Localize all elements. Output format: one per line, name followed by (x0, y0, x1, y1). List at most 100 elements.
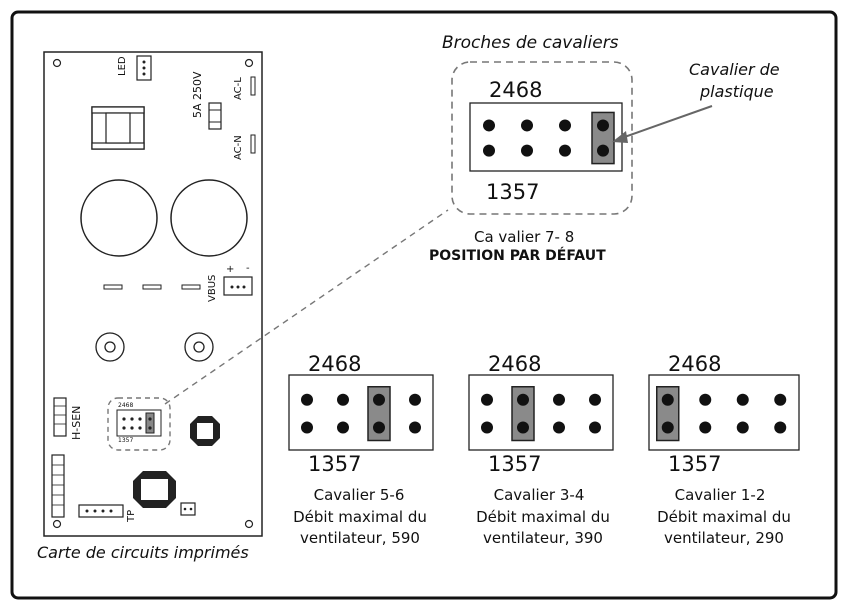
pcb-mini-top-numbers: 2468 (118, 402, 134, 409)
small-component (181, 284, 201, 290)
pcb-jumper-block (116, 409, 162, 437)
mounting-hole (52, 519, 62, 529)
pcb-mini-bottom-numbers: 1357 (118, 437, 134, 444)
small-connector (180, 502, 196, 516)
header-pin (409, 421, 421, 434)
header-pin (597, 119, 609, 132)
tp-connector (78, 504, 124, 518)
round-pad (95, 332, 125, 362)
header-pin (774, 421, 787, 434)
option-flow-line1: Débit maximal du (657, 508, 791, 526)
header-pin (559, 144, 571, 157)
octagon-chip (190, 416, 220, 446)
detail-highlight (451, 61, 633, 215)
header-pin (699, 393, 712, 406)
round-pad (184, 332, 214, 362)
fuse (208, 102, 222, 130)
plastic-jumper-label-2: plastique (700, 82, 774, 101)
mounting-hole (52, 58, 62, 68)
default-jumper-line: Ca valier 7- 8 (474, 228, 575, 246)
header-pin (521, 144, 533, 157)
ac-n-terminal (250, 134, 256, 154)
option-top-numbers: 2468 (308, 352, 362, 376)
capacitor (80, 179, 158, 257)
tp-label: TP (126, 509, 137, 522)
option-jumper-grid (648, 374, 800, 451)
detail-title: Broches de cavaliers (442, 33, 619, 53)
option-top-numbers: 2468 (488, 352, 542, 376)
pcb-caption: Carte de circuits imprimés (37, 543, 249, 562)
h-sen-connector (53, 397, 67, 437)
detail-bottom-numbers: 1357 (486, 180, 540, 204)
header-pin (337, 421, 349, 434)
option-flow-line2: ventilateur, 390 (483, 529, 603, 547)
header-pin (373, 421, 385, 434)
vbus-label: VBUS (207, 274, 218, 302)
jumper-header-outline (468, 374, 614, 451)
detail-jumper-grid (469, 102, 623, 172)
header-pin (517, 421, 529, 434)
option-top-numbers: 2468 (668, 352, 722, 376)
detail-top-numbers: 2468 (489, 78, 543, 102)
ac-l-terminal (250, 76, 256, 96)
plastic-jumper-arrow (612, 105, 713, 143)
header-pin (589, 393, 601, 406)
header-pin (553, 421, 565, 434)
header-pin (337, 393, 349, 406)
header-pin (589, 421, 601, 434)
transformer (91, 106, 145, 150)
header-pin (661, 393, 674, 406)
small-component (103, 284, 123, 290)
option-bottom-numbers: 1357 (308, 452, 362, 476)
header-pin (774, 393, 787, 406)
capacitor (170, 179, 248, 257)
option-jumper-grid (468, 374, 614, 451)
option-bottom-numbers: 1357 (668, 452, 722, 476)
h-sen-label: H-SEN (70, 405, 83, 440)
header-pin (301, 393, 313, 406)
mounting-hole (244, 58, 254, 68)
pcb-jumper-highlight (107, 397, 171, 451)
vbus-plus-label: + (226, 264, 235, 275)
header-pin (517, 393, 529, 406)
mounting-hole (244, 519, 254, 529)
vbus-minus-label: - (246, 263, 250, 274)
option-flow-line1: Débit maximal du (476, 508, 610, 526)
header-pin (736, 421, 749, 434)
square-chip (133, 471, 176, 508)
header-pin (521, 119, 533, 132)
ac-l-label: AC-L (233, 77, 244, 100)
header-pin (481, 393, 493, 406)
header-pin (409, 393, 421, 406)
header-pin (481, 421, 493, 434)
header-pin (301, 421, 313, 434)
option-flow-line2: ventilateur, 590 (300, 529, 420, 547)
header-pin (597, 144, 609, 157)
led-label: LED (117, 56, 128, 76)
header-pin (661, 421, 674, 434)
header-pin (553, 393, 565, 406)
default-position-label: POSITION PAR DÉFAUT (429, 248, 606, 264)
header-pin (373, 393, 385, 406)
option-flow-line2: ventilateur, 290 (664, 529, 784, 547)
jumper-header-outline (288, 374, 434, 451)
long-connector (51, 454, 65, 518)
header-pin (559, 119, 571, 132)
option-bottom-numbers: 1357 (488, 452, 542, 476)
option-jumper-label: Cavalier 5-6 (313, 486, 405, 504)
leader-line (164, 209, 449, 405)
fuse-rating-label: 5A 250V (191, 71, 204, 118)
header-pin (736, 393, 749, 406)
option-flow-line1: Débit maximal du (293, 508, 427, 526)
option-jumper-label: Cavalier 1-2 (674, 486, 766, 504)
outer-frame (10, 10, 838, 600)
option-jumper-grid (288, 374, 434, 451)
header-pin (483, 144, 495, 157)
small-component (142, 284, 162, 290)
header-pin (699, 421, 712, 434)
plastic-jumper-label-1: Cavalier de (689, 60, 780, 79)
option-jumper-label: Cavalier 3-4 (493, 486, 585, 504)
ac-n-label: AC-N (233, 135, 244, 160)
header-pin (483, 119, 495, 132)
